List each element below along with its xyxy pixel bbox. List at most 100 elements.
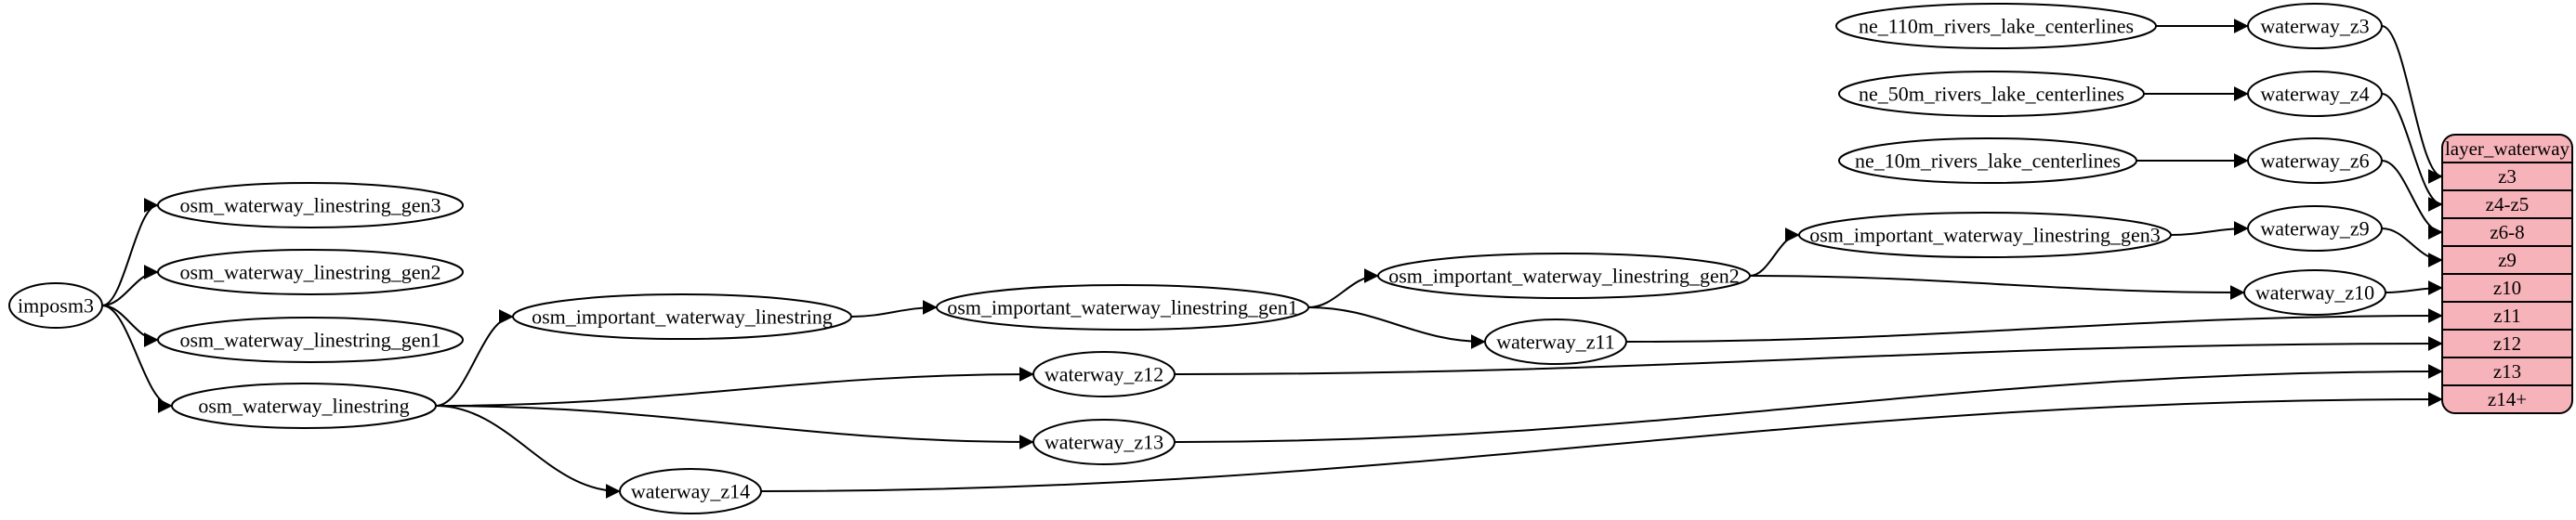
node-osm_important_waterway_linestring_gen3: osm_important_waterway_linestring_gen3 bbox=[1798, 212, 2172, 258]
node-ellipse bbox=[936, 284, 1309, 331]
node-waterway_z11: waterway_z11 bbox=[1484, 318, 1627, 365]
node-ellipse bbox=[2247, 205, 2383, 252]
record-row-z12: z12 bbox=[2493, 332, 2521, 355]
edge-waterway_z13--layer_waterway.z13 bbox=[1174, 364, 2443, 443]
record-row-z10: z10 bbox=[2493, 277, 2521, 299]
node-osm_waterway_linestring_gen1: osm_waterway_linestring_gen1 bbox=[157, 317, 464, 363]
node-ellipse bbox=[157, 317, 464, 363]
record-row-z4-z5: z4-z5 bbox=[2486, 193, 2530, 215]
node-label: osm_important_waterway_linestring_gen1 bbox=[947, 296, 1298, 319]
node-osm_waterway_linestring_gen2: osm_waterway_linestring_gen2 bbox=[157, 249, 464, 295]
node-ellipse bbox=[157, 182, 464, 228]
edge-osm_important_waterway_linestring_gen2--osm_important_waterway_linestring_gen3 bbox=[1749, 228, 1800, 277]
node-ellipse bbox=[2247, 71, 2383, 117]
node-ellipse bbox=[1838, 137, 2137, 184]
node-ne_50m_rivers_lake_centerlines: ne_50m_rivers_lake_centerlines bbox=[1838, 71, 2145, 117]
node-osm_waterway_linestring_gen3: osm_waterway_linestring_gen3 bbox=[157, 182, 464, 228]
node-ellipse bbox=[1838, 71, 2145, 117]
edge-waterway_z3--layer_waterway.z3 bbox=[2381, 25, 2443, 184]
node-ne_10m_rivers_lake_centerlines: ne_10m_rivers_lake_centerlines bbox=[1838, 137, 2137, 184]
node-ellipse bbox=[157, 249, 464, 295]
node-label: osm_important_waterway_linestring_gen3 bbox=[1809, 224, 2161, 247]
record-row-z6-8: z6-8 bbox=[2490, 221, 2524, 243]
record-layer_waterway: layer_waterway z3 z4-z5 z6-8 z9 z10 z11 z12 z13 z… bbox=[2441, 134, 2573, 414]
node-label: waterway_z14 bbox=[631, 480, 750, 503]
edge-osm_waterway_linestring--waterway_z13 bbox=[435, 405, 1034, 449]
node-osm_important_waterway_linestring_gen1: osm_important_waterway_linestring_gen1 bbox=[936, 284, 1309, 331]
edge-osm_important_waterway_linestring_gen1--osm_important_waterway_linestring_gen2 bbox=[1308, 268, 1379, 308]
node-label: waterway_z13 bbox=[1045, 431, 1163, 454]
edge-imposm3--osm_waterway_linestring_gen3 bbox=[101, 198, 159, 306]
record-row-z14+: z14+ bbox=[2488, 388, 2527, 410]
edge-osm_waterway_linestring--osm_important_waterway_linestring bbox=[435, 309, 514, 407]
node-ellipse bbox=[2247, 3, 2383, 49]
node-waterway_z13: waterway_z13 bbox=[1032, 419, 1176, 465]
edge-waterway_z9--layer_waterway.z9 bbox=[2381, 228, 2443, 267]
node-label: osm_important_waterway_linestring bbox=[532, 306, 833, 329]
node-ellipse bbox=[8, 282, 103, 329]
node-waterway_z9: waterway_z9 bbox=[2247, 205, 2383, 252]
node-label: waterway_z9 bbox=[2260, 217, 2369, 240]
edge-waterway_z6--layer_waterway.z6-8 bbox=[2381, 160, 2443, 240]
node-waterway_z3: waterway_z3 bbox=[2247, 3, 2383, 49]
node-label: osm_waterway_linestring bbox=[198, 395, 409, 418]
edge-waterway_z10--layer_waterway.z10 bbox=[2385, 280, 2443, 296]
edge-waterway_z4--layer_waterway.z4-z5 bbox=[2381, 93, 2443, 212]
edge-waterway_z12--layer_waterway.z12 bbox=[1174, 336, 2443, 375]
node-ellipse bbox=[2243, 269, 2386, 316]
node-label: osm_waterway_linestring_gen2 bbox=[179, 261, 440, 284]
edge-osm_waterway_linestring--waterway_z12 bbox=[435, 367, 1034, 407]
node-label: waterway_z12 bbox=[1045, 363, 1163, 386]
node-label: ne_50m_rivers_lake_centerlines bbox=[1859, 83, 2124, 106]
node-label: ne_10m_rivers_lake_centerlines bbox=[1855, 150, 2121, 173]
node-ellipse bbox=[1032, 351, 1176, 397]
node-label: imposm3 bbox=[18, 294, 94, 318]
node-label: osm_waterway_linestring_gen1 bbox=[179, 329, 440, 352]
edge-imposm3--osm_waterway_linestring bbox=[101, 305, 173, 413]
node-osm_important_waterway_linestring: osm_important_waterway_linestring bbox=[512, 293, 852, 340]
edge-osm_important_waterway_linestring_gen3--waterway_z9 bbox=[2170, 221, 2249, 237]
record-row-z13: z13 bbox=[2493, 360, 2521, 383]
node-waterway_z10: waterway_z10 bbox=[2243, 269, 2386, 316]
node-ellipse bbox=[1032, 419, 1176, 465]
edge-osm_important_waterway_linestring--osm_important_waterway_linestring_gen1 bbox=[850, 300, 938, 318]
record-header: layer_waterway bbox=[2445, 137, 2570, 160]
node-label: waterway_z4 bbox=[2260, 83, 2369, 106]
node-waterway_z14: waterway_z14 bbox=[619, 468, 762, 514]
node-ellipse bbox=[1484, 318, 1627, 365]
node-osm_important_waterway_linestring_gen2: osm_important_waterway_linestring_gen2 bbox=[1377, 253, 1751, 299]
node-ellipse bbox=[171, 383, 437, 429]
edge-osm_waterway_linestring--waterway_z14 bbox=[435, 405, 621, 499]
record-row-z9: z9 bbox=[2498, 249, 2517, 271]
node-waterway_z6: waterway_z6 bbox=[2247, 137, 2383, 184]
node-osm_waterway_linestring: osm_waterway_linestring bbox=[171, 383, 437, 429]
node-label: waterway_z3 bbox=[2260, 15, 2369, 38]
node-label: osm_important_waterway_linestring_gen2 bbox=[1388, 265, 1740, 288]
node-ellipse bbox=[2247, 137, 2383, 184]
node-ellipse bbox=[1798, 212, 2172, 258]
edge-imposm3--osm_waterway_linestring_gen1 bbox=[101, 305, 159, 347]
node-ellipse bbox=[619, 468, 762, 514]
node-waterway_z12: waterway_z12 bbox=[1032, 351, 1176, 397]
node-ellipse bbox=[512, 293, 852, 340]
edges bbox=[101, 19, 2443, 499]
node-imposm3: imposm3 bbox=[8, 282, 103, 329]
nodes: imposm3 osm_waterway_linestring_gen3 osm_w… bbox=[8, 3, 2386, 514]
edge-osm_important_waterway_linestring_gen1--waterway_z11 bbox=[1308, 306, 1486, 349]
edge-osm_important_waterway_linestring_gen2--waterway_z10 bbox=[1749, 275, 2245, 300]
record-row-z3: z3 bbox=[2498, 165, 2517, 188]
node-ellipse bbox=[1377, 253, 1751, 299]
node-waterway_z4: waterway_z4 bbox=[2247, 71, 2383, 117]
edge-waterway_z11--layer_waterway.z11 bbox=[1625, 308, 2443, 343]
record-row-z11: z11 bbox=[2493, 305, 2521, 327]
node-label: waterway_z11 bbox=[1496, 331, 1614, 354]
node-label: osm_waterway_linestring_gen3 bbox=[179, 194, 440, 217]
edge-waterway_z14--layer_waterway.z14+ bbox=[760, 392, 2443, 492]
node-label: waterway_z6 bbox=[2260, 150, 2369, 173]
node-label: waterway_z10 bbox=[2255, 281, 2374, 305]
node-ne_110m_rivers_lake_centerlines: ne_110m_rivers_lake_centerlines bbox=[1835, 3, 2157, 49]
node-label: ne_110m_rivers_lake_centerlines bbox=[1859, 15, 2134, 38]
node-ellipse bbox=[1835, 3, 2157, 49]
